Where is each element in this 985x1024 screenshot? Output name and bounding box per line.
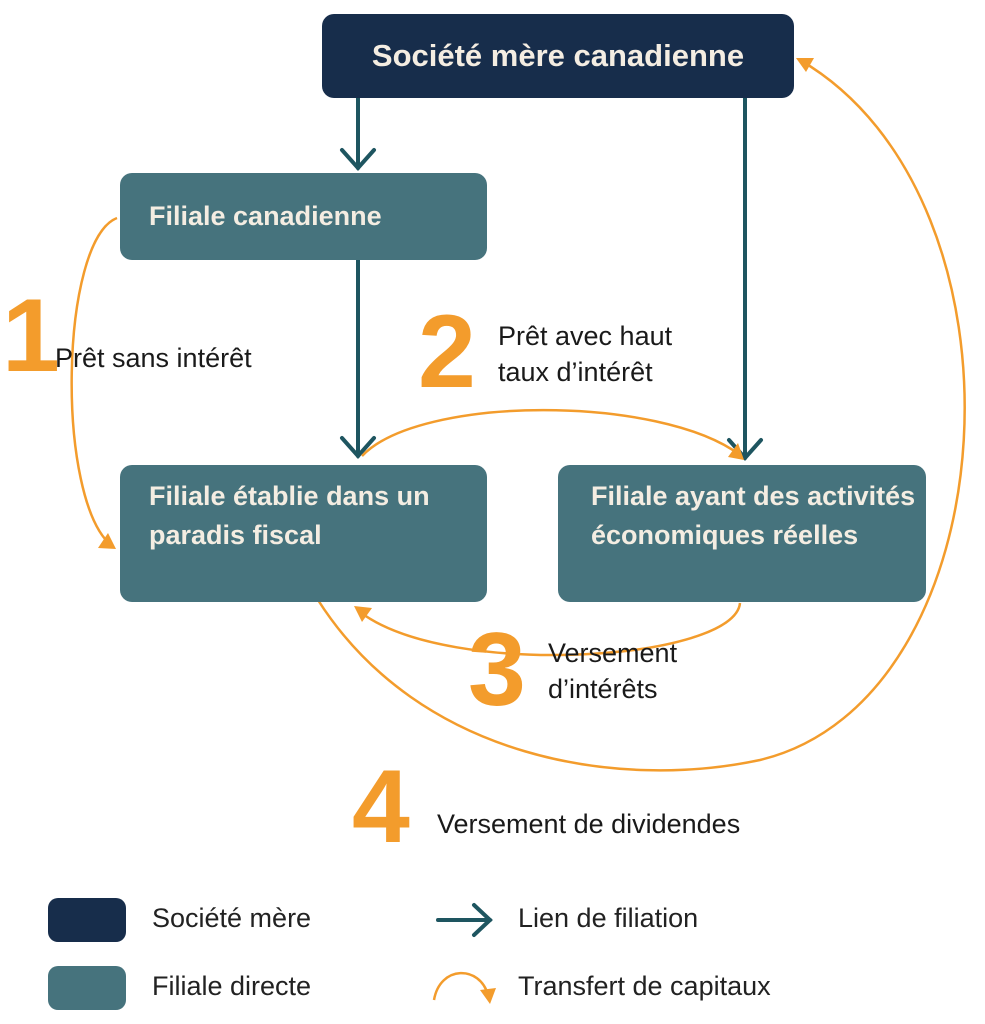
canadian-subsidiary-node: Filiale canadienne — [120, 173, 487, 260]
legend-transfer-label: Transfert de capitaux — [518, 971, 771, 1001]
flow-label-3: Versement d’intérêts — [548, 635, 677, 707]
transfer-curve-2 — [361, 408, 741, 457]
transfer-curve-1 — [70, 216, 118, 547]
legend-subsidiary-swatch — [48, 966, 126, 1010]
arrowhead-3 — [354, 606, 372, 622]
flow-number-4: 4 — [352, 749, 410, 865]
flow-label-2-line2: taux d’intérêt — [498, 357, 653, 387]
ownership-arrow-canadian-to-haven — [340, 258, 376, 460]
flow-label-1: Prêt sans intérêt — [55, 343, 252, 373]
parent-company-label: Société mère canadienne — [371, 38, 745, 73]
flow-label-4: Versement de dividendes — [437, 809, 741, 839]
flow-number-3: 3 — [468, 612, 526, 728]
flow-number-1: 1 — [2, 278, 60, 394]
legend-parent-label: Société mère — [152, 903, 312, 933]
flow-label-3-line1: Versement — [548, 638, 678, 668]
ownership-arrow-parent-to-real — [727, 96, 763, 462]
ownership-arrow-parent-to-canadian — [340, 96, 376, 172]
flow-label-2-line1: Prêt avec haut — [498, 321, 673, 351]
legend-ownership-arrow-icon — [436, 903, 493, 937]
tax-haven-subsidiary-node: Filiale établie dans un paradis fiscal — [120, 465, 487, 602]
arrowhead-4 — [796, 58, 814, 72]
legend-parent-swatch — [48, 898, 126, 942]
transfer-curve-3 — [359, 602, 742, 657]
legend-ownership-label: Lien de filiation — [518, 903, 699, 933]
legend-subsidiary-label: Filiale directe — [152, 971, 312, 1001]
flow-label-2: Prêt avec haut taux d’intérêt — [498, 318, 672, 390]
parent-company-node: Société mère canadienne — [322, 14, 794, 98]
arrowhead-1 — [98, 533, 116, 549]
tax-haven-subsidiary-label: Filiale établie dans un paradis fiscal — [149, 481, 430, 550]
flow-number-2: 2 — [418, 294, 476, 410]
arrowhead-2 — [728, 443, 744, 460]
flow-label-3-line2: d’intérêts — [548, 674, 658, 704]
real-activity-subsidiary-label: Filiale ayant des activités économiques … — [591, 481, 916, 550]
legend-transfer-arrow-icon — [432, 971, 496, 1004]
canadian-subsidiary-label: Filiale canadienne — [149, 201, 382, 231]
real-activity-subsidiary-node: Filiale ayant des activités économiques … — [558, 465, 926, 602]
transfer-curve-4 — [316, 58, 966, 772]
